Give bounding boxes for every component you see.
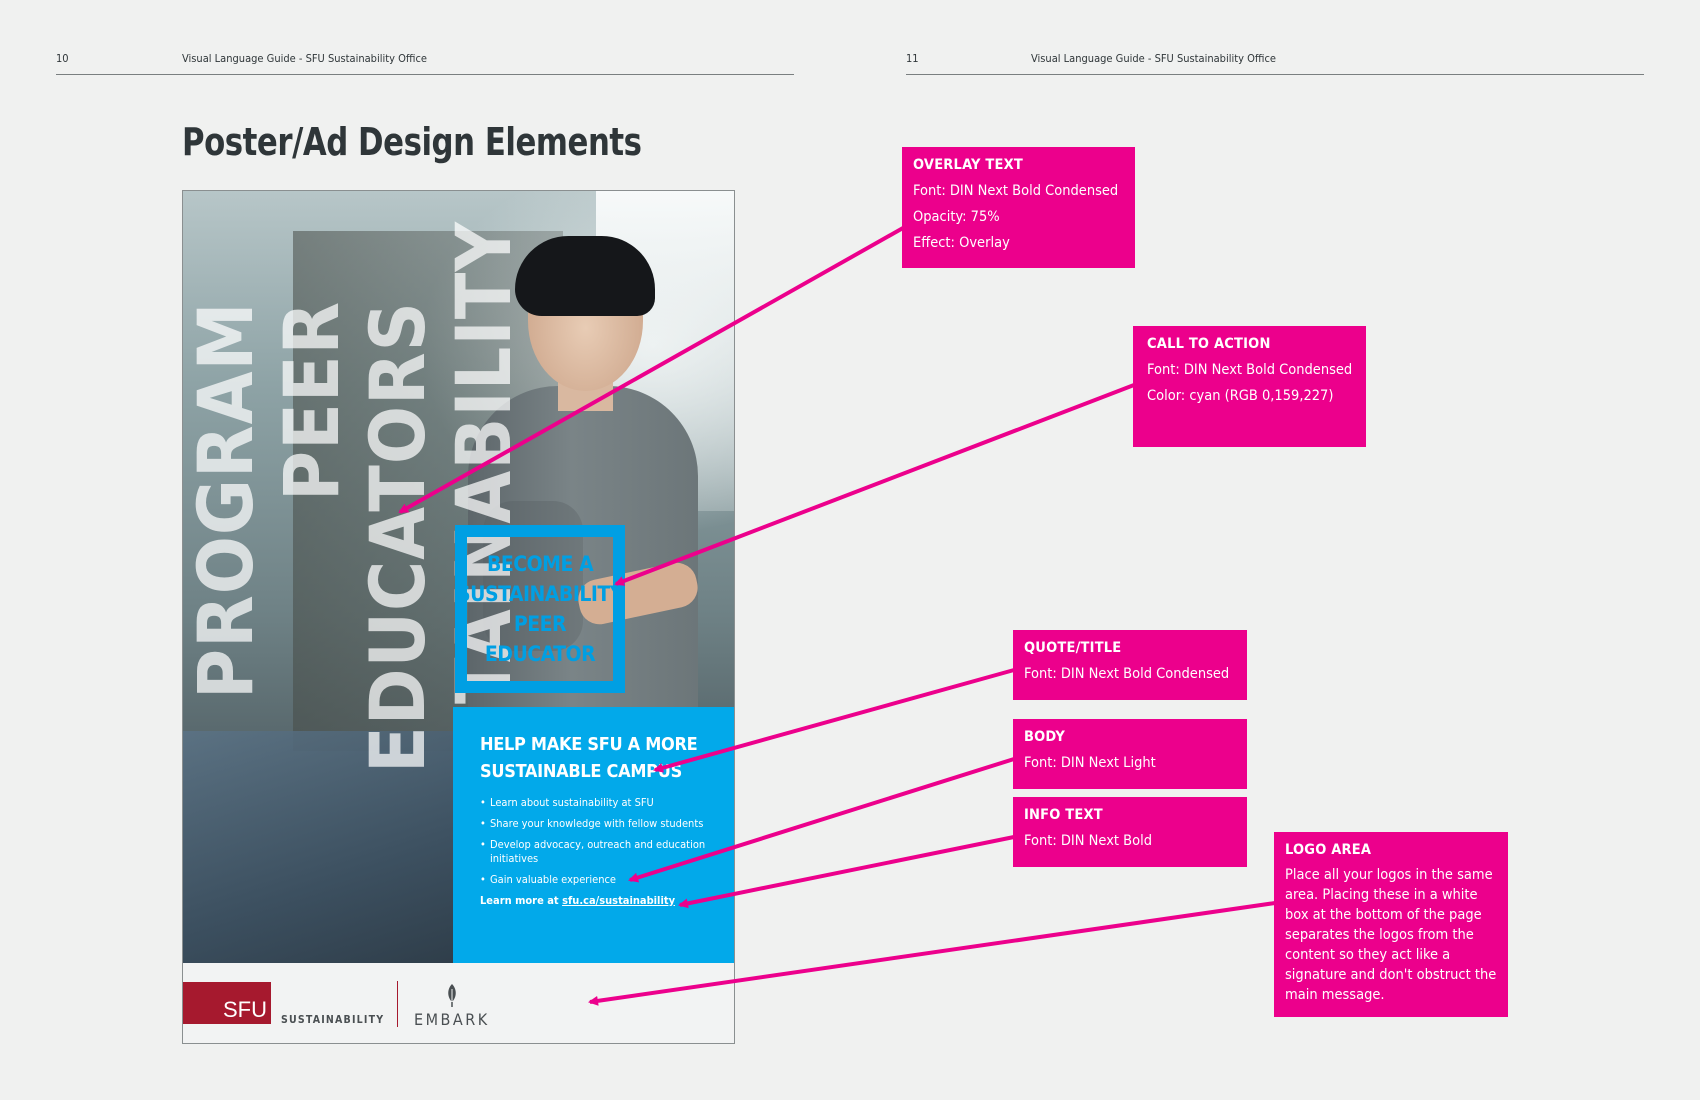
- right-header-rule: [906, 74, 1644, 75]
- right-running-title: Visual Language Guide - SFU Sustainabili…: [1031, 52, 1276, 65]
- annotation-overlay-text: OVERLAY TEXT Font: DIN Next Bold Condens…: [902, 147, 1135, 268]
- poster-logo-area: SFU SUSTAINABILITY EMBARK: [183, 963, 734, 1043]
- poster-learn-more: Learn more at sfu.ca/sustainability: [480, 894, 676, 907]
- embark-logo: EMBARK: [414, 1010, 490, 1029]
- annotation-info-text: INFO TEXT Font: DIN Next Bold: [1013, 797, 1247, 867]
- poster-sample: PROGRAM PEER EDUCATORS SUSTAINABILITY BE…: [182, 190, 735, 1044]
- poster-call-to-action: BECOME A SUSTAINABILITY PEER EDUCATOR: [455, 525, 625, 693]
- page-title: Poster/Ad Design Elements: [182, 120, 642, 164]
- poster-info-panel: HELP MAKE SFU A MORE SUSTAINABLE CAMPUS …: [453, 707, 734, 963]
- sustainability-link[interactable]: sfu.ca/sustainability: [562, 894, 676, 907]
- list-item: Develop advocacy, outreach and education…: [480, 838, 716, 866]
- leaf-icon: [448, 984, 456, 1007]
- poster-bullet-list: Learn about sustainability at SFU Share …: [480, 796, 716, 887]
- logo-divider: [397, 981, 398, 1027]
- sfu-logo-subtitle: SUSTAINABILITY: [281, 1014, 385, 1026]
- annotation-call-to-action: CALL TO ACTION Font: DIN Next Bold Conde…: [1133, 326, 1366, 447]
- list-item: Learn about sustainability at SFU: [480, 796, 716, 810]
- list-item: Gain valuable experience: [480, 873, 716, 887]
- left-running-title: Visual Language Guide - SFU Sustainabili…: [182, 52, 427, 65]
- annotation-quote-title: QUOTE/TITLE Font: DIN Next Bold Condense…: [1013, 630, 1247, 700]
- sfu-logo: SFU: [183, 982, 271, 1024]
- annotation-body: BODY Font: DIN Next Light: [1013, 719, 1247, 789]
- poster-overlay-text: PROGRAM PEER EDUCATORS SUSTAINABILITY: [183, 221, 528, 861]
- left-header-rule: [56, 74, 794, 75]
- list-item: Share your knowledge with fellow student…: [480, 817, 716, 831]
- annotation-logo-area: LOGO AREA Place all your logos in the sa…: [1274, 832, 1508, 1017]
- left-page-number: 10: [56, 52, 69, 65]
- poster-info-title: HELP MAKE SFU A MORE SUSTAINABLE CAMPUS: [480, 734, 698, 782]
- right-page-number: 11: [906, 52, 919, 65]
